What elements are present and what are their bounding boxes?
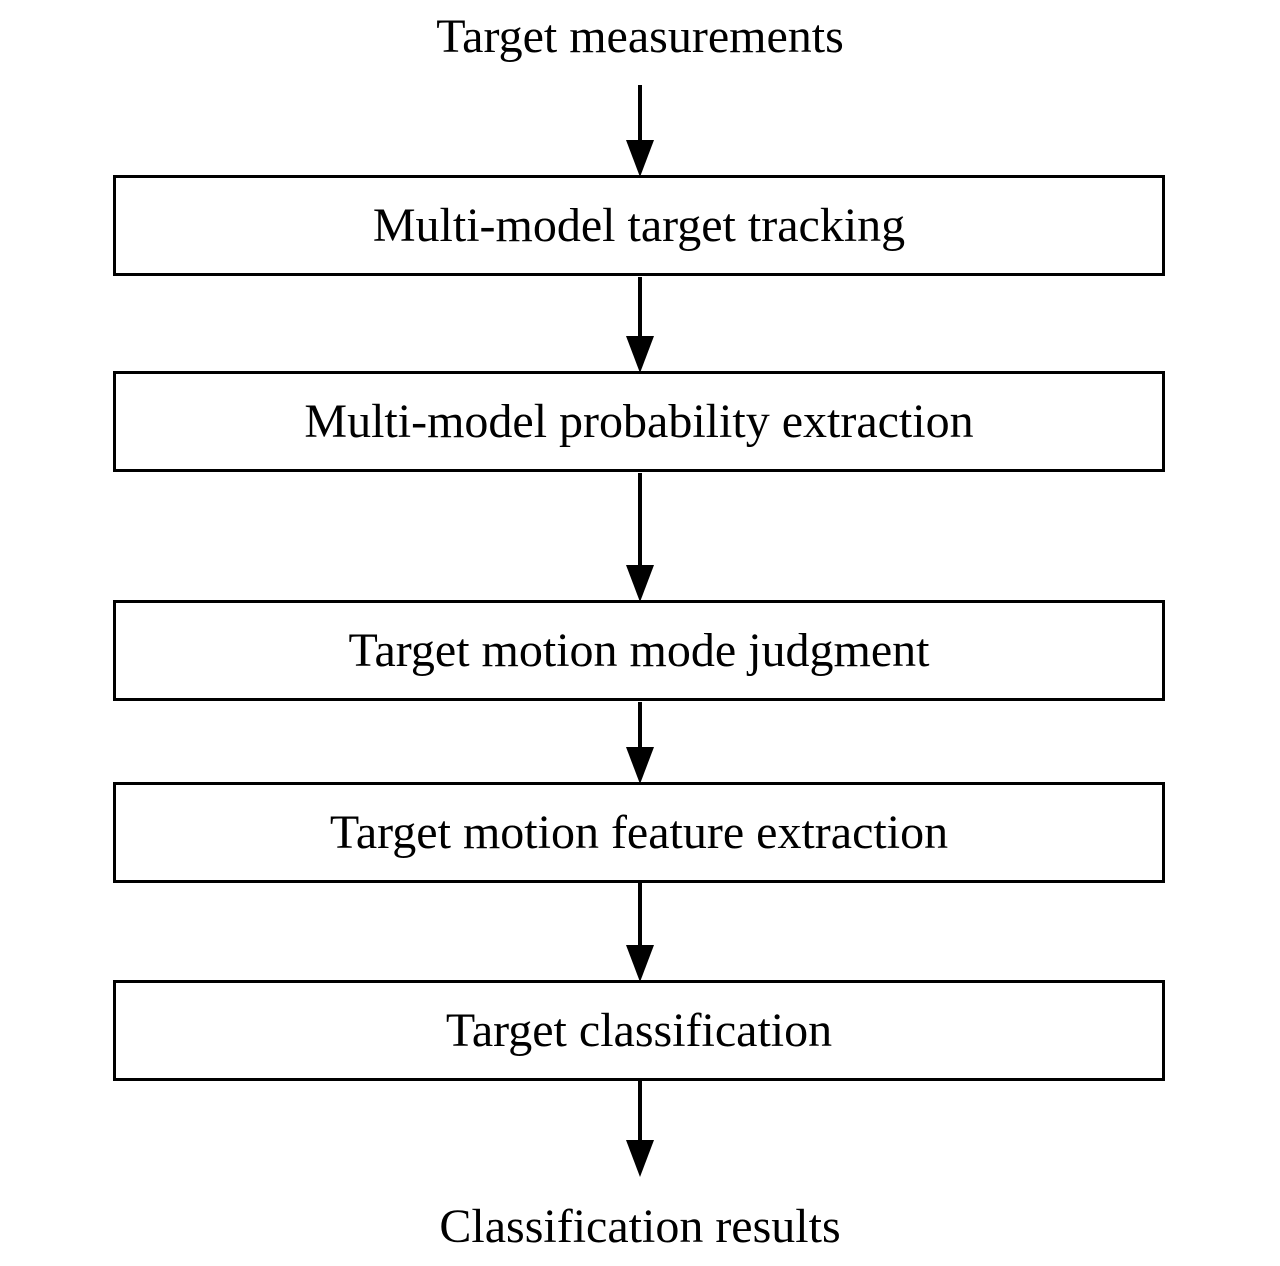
process-box-target-classification: Target classification xyxy=(113,980,1165,1081)
arrow-head-down-icon xyxy=(626,336,654,373)
start-node-label: Target measurements xyxy=(436,9,844,63)
arrow-head-down-icon xyxy=(626,140,654,177)
flow-arrow-1 xyxy=(626,85,654,177)
flow-arrow-3 xyxy=(626,473,654,602)
arrow-line xyxy=(638,702,642,766)
arrow-head-down-icon xyxy=(626,747,654,784)
arrow-head-down-icon xyxy=(626,945,654,982)
arrow-head-down-icon xyxy=(626,1140,654,1177)
arrow-line xyxy=(638,277,642,355)
process-box-target-motion-feature-extraction: Target motion feature extraction xyxy=(113,782,1165,883)
arrow-head-down-icon xyxy=(626,565,654,602)
flow-arrow-6 xyxy=(626,1081,654,1177)
arrow-line xyxy=(638,883,642,964)
flow-arrow-2 xyxy=(626,277,654,373)
process-box-multi-model-target-tracking: Multi-model target tracking xyxy=(113,175,1165,276)
flow-arrow-5 xyxy=(626,883,654,982)
arrow-line xyxy=(638,1081,642,1159)
arrow-line xyxy=(638,473,642,584)
process-box-multi-model-probability-extraction: Multi-model probability extraction xyxy=(113,371,1165,472)
end-node-label: Classification results xyxy=(439,1199,841,1253)
process-box-target-motion-mode-judgment: Target motion mode judgment xyxy=(113,600,1165,701)
arrow-line xyxy=(638,85,642,159)
flow-arrow-4 xyxy=(626,702,654,784)
